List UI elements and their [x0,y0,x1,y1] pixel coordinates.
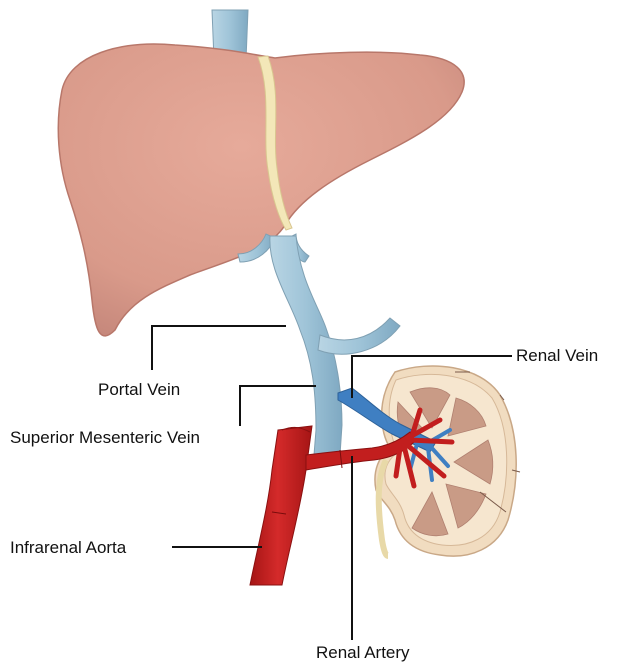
splenic-vein [318,318,400,354]
label-portal-vein: Portal Vein [98,380,180,400]
infrarenal-aorta [250,426,312,585]
liver [58,44,464,336]
label-superior-mesenteric-vein: Superior Mesenteric Vein [10,428,200,448]
label-renal-artery: Renal Artery [316,643,410,663]
smv-leader [240,386,316,426]
label-infrarenal-aorta: Infrarenal Aorta [10,538,126,558]
portal-vein-leader [152,326,286,370]
label-renal-vein: Renal Vein [516,346,598,366]
